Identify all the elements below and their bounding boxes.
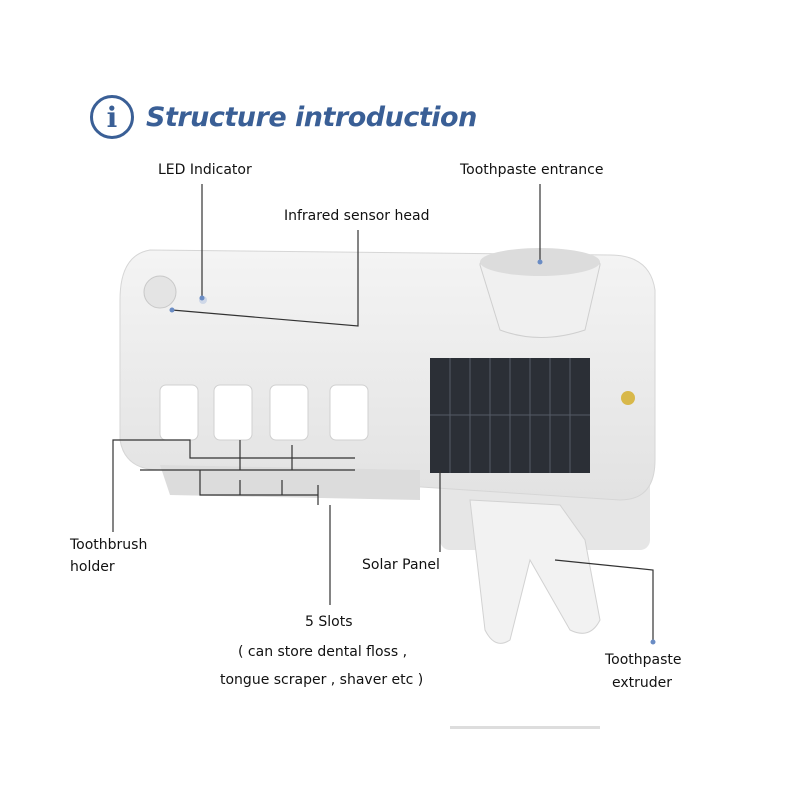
leader-line-dots <box>169 259 656 645</box>
section-title: i Structure introduction <box>90 92 477 142</box>
label-solar-panel: Solar Panel <box>362 557 440 573</box>
toothbrush-slot <box>213 384 253 441</box>
label-led-indicator: LED Indicator <box>158 162 252 178</box>
label-toothpaste-entrance: Toothpaste entrance <box>460 162 604 178</box>
toothbrush-slot <box>159 384 199 441</box>
info-icon: i <box>90 95 134 139</box>
label-extruder-2: extruder <box>612 675 673 691</box>
leader-lines <box>112 184 654 642</box>
slot-tray <box>160 465 420 500</box>
label-slots-note-1: ( can store dental floss , <box>238 644 408 660</box>
infrared-sensor-head <box>143 275 177 309</box>
solar-panel-grid <box>430 358 590 473</box>
button-icon <box>621 391 635 405</box>
label-infrared-sensor: Infrared sensor head <box>284 208 430 224</box>
label-extruder-1: Toothpaste <box>605 652 682 668</box>
label-slots-note-2: tongue scraper , shaver etc ) <box>220 672 424 688</box>
label-toothbrush-holder-1: Toothbrush <box>70 537 148 553</box>
toothbrush-slot <box>269 384 309 441</box>
toothbrush-slot <box>329 384 369 441</box>
title-text: Structure introduction <box>146 101 477 133</box>
toothbrush-slots <box>159 384 369 441</box>
bottom-strip <box>450 726 600 729</box>
label-toothbrush-holder-2: holder <box>70 559 115 575</box>
label-slots: 5 Slots <box>305 614 353 630</box>
toothpaste-extruder <box>469 499 601 644</box>
